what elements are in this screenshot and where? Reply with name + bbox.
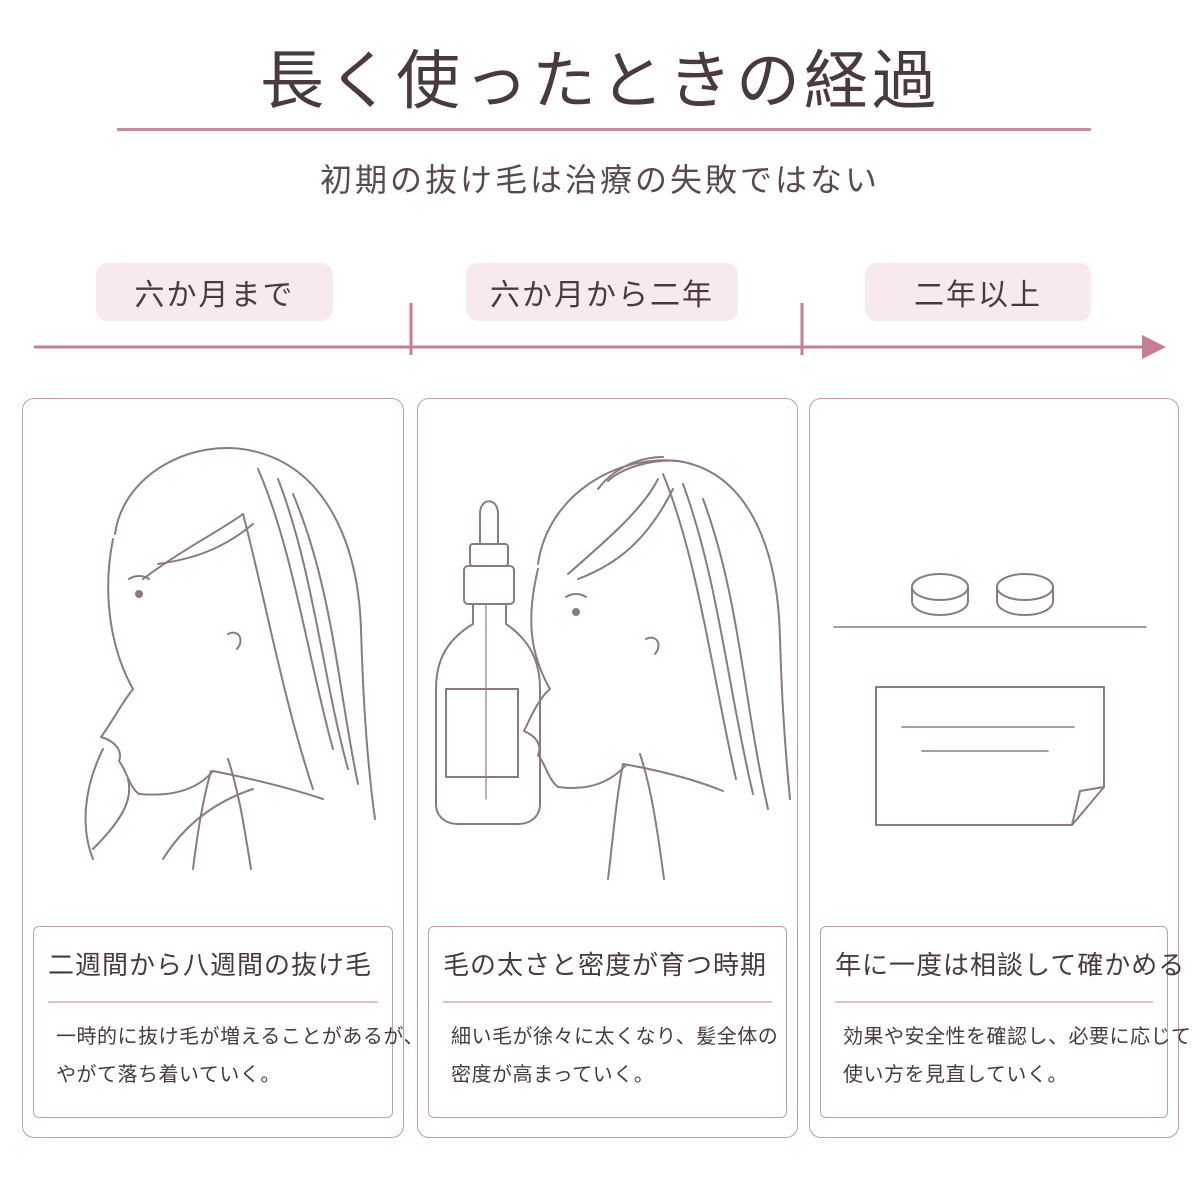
stage-heading-3: 年に一度は相談して確かめる — [835, 951, 1186, 981]
caption-divider — [835, 1001, 1153, 1003]
caption-divider — [443, 1001, 772, 1003]
caption-divider — [48, 1001, 378, 1003]
stage-caption-2: 毛の太さと密度が育つ時期 細い毛が徐々に太くなり、髪全体の 密度が高まっていく。 — [428, 926, 787, 1118]
stage-description-line: 効果や安全性を確認し、必要に応じて — [843, 1024, 1192, 1048]
tablet-icon — [911, 573, 969, 616]
stage-heading-1: 二週間から八週間の抜け毛 — [48, 951, 373, 981]
stage-description-2: 細い毛が徐々に太くなり、髪全体の 密度が高まっていく。 — [451, 1017, 779, 1093]
title-underline — [117, 128, 1091, 131]
stage-description-3: 効果や安全性を確認し、必要に応じて 使い方を見直していく。 — [843, 1017, 1192, 1093]
tablet-icon — [996, 573, 1054, 616]
stage-description-line: やがて落ち着いていく。 — [56, 1062, 281, 1086]
page-title: 長く使ったときの経過 — [260, 45, 940, 119]
woman-profile-hair-shedding-icon — [84, 447, 376, 870]
memo-card-icon — [875, 686, 1105, 826]
stage-caption-1: 二週間から八週間の抜け毛 一時的に抜け毛が増えることがあるが、 やがて落ち着いて… — [33, 926, 424, 1118]
stage-caption-3: 年に一度は相談して確かめる 効果や安全性を確認し、必要に応じて 使い方を見直して… — [820, 926, 1192, 1118]
period-label-2: 六か月から二年 — [466, 263, 738, 321]
stage-description-line: 細い毛が徐々に太くなり、髪全体の — [451, 1024, 779, 1048]
stage-description-1: 一時的に抜け毛が増えることがあるが、 やがて落ち着いていく。 — [56, 1017, 424, 1093]
stage-card-2: 毛の太さと密度が育つ時期 細い毛が徐々に太くなり、髪全体の 密度が高まっていく。 — [417, 398, 798, 1138]
period-label-1: 六か月まで — [96, 263, 333, 321]
stage-description-line: 使い方を見直していく。 — [843, 1062, 1068, 1086]
timeline-arrow — [34, 303, 1166, 359]
stage-description-line: 一時的に抜け毛が増えることがあるが、 — [56, 1024, 424, 1048]
stage-heading-2: 毛の太さと密度が育つ時期 — [443, 951, 768, 981]
stage-card-3: 年に一度は相談して確かめる 効果や安全性を確認し、必要に応じて 使い方を見直して… — [809, 398, 1192, 1138]
period-label-3: 二年以上 — [865, 263, 1091, 321]
tablets-and-memo-icon — [833, 573, 1147, 826]
stage-description-line: 密度が高まっていく。 — [451, 1062, 655, 1086]
stage-card-1: 二週間から八週間の抜け毛 一時的に抜け毛が増えることがあるが、 やがて落ち着いて… — [22, 398, 424, 1138]
page-subtitle: 初期の抜け毛は治療の失敗ではない — [319, 161, 880, 199]
arrow-head-icon — [1142, 335, 1166, 359]
serum-dropper-bottle-icon — [435, 456, 791, 880]
